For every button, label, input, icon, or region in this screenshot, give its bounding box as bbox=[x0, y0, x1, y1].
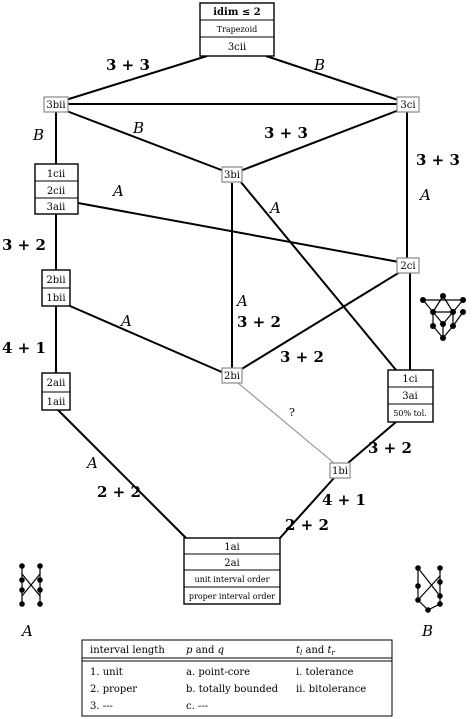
legend-cell-r3-c2: c. --- bbox=[186, 701, 208, 712]
edge-3aii-2ci bbox=[77, 202, 400, 263]
node-1bii: 1bii bbox=[46, 293, 65, 304]
node-1bi: 1bi bbox=[329, 462, 351, 479]
edge-label-right-a: A bbox=[418, 186, 431, 204]
legend-cell-r2-c1: 2. proper bbox=[90, 684, 137, 695]
node-1ci: 1ci bbox=[402, 374, 417, 385]
edge-label-mid-b: B bbox=[132, 119, 144, 137]
legend-header-2: p and q bbox=[186, 645, 224, 656]
graph-label-a: A bbox=[20, 622, 33, 640]
edge-label-question: ? bbox=[289, 406, 295, 419]
edge-label-left-32: 3 + 2 bbox=[2, 236, 46, 254]
node-top-3cii: 3cii bbox=[228, 42, 246, 53]
small-graph-a bbox=[19, 563, 43, 607]
edge-label-left-a: A bbox=[119, 312, 132, 330]
small-graph-b bbox=[415, 565, 443, 613]
edge-label-bottom-22: 2 + 2 bbox=[97, 483, 141, 501]
edge-1bii-2bi bbox=[69, 305, 225, 374]
node-2ai: 2ai bbox=[224, 558, 240, 569]
svg-text:1bi: 1bi bbox=[332, 466, 348, 477]
node-50tol: 50% tol. bbox=[393, 409, 426, 418]
node-3ci: 3ci bbox=[396, 96, 420, 113]
edge-label-mid-32b: 3 + 2 bbox=[280, 348, 324, 366]
edge-label-left-41: 4 + 1 bbox=[2, 339, 46, 357]
node-3ai: 3ai bbox=[402, 391, 418, 402]
legend-header-3: tl and tr bbox=[296, 645, 335, 657]
node-1cii: 1cii bbox=[47, 169, 65, 180]
edge-2ci-2bi bbox=[239, 271, 401, 371]
legend-header-1: interval length bbox=[90, 645, 165, 656]
legend-cell-r3-c1: 3. --- bbox=[90, 701, 113, 712]
node-3bi: 3bi bbox=[221, 166, 243, 183]
node-right1: 1ci 3ai 50% tol. bbox=[387, 369, 434, 423]
node-left1: 1cii 2cii 3aii bbox=[34, 163, 79, 215]
edge-1bi-1ai bbox=[279, 477, 335, 539]
legend-table: interval length p and q tl and tr 1. uni… bbox=[81, 639, 393, 717]
small-graph-right bbox=[420, 293, 466, 341]
legend-cell-r1-c2: a. point-core bbox=[186, 667, 250, 678]
edge-1ci-1bi bbox=[347, 421, 397, 464]
edge-label-mid-33: 3 + 3 bbox=[264, 124, 308, 142]
edge-label-right-41: 4 + 1 bbox=[322, 491, 366, 509]
svg-text:2ci: 2ci bbox=[400, 261, 415, 272]
node-1aii: 1aii bbox=[47, 397, 66, 408]
node-3bii: 3bii bbox=[43, 96, 69, 113]
edge-label-right-32: 3 + 2 bbox=[368, 439, 412, 457]
edge-3ci-3bi bbox=[239, 109, 400, 172]
edge-2bi-1bi bbox=[237, 382, 335, 464]
svg-text:3bi: 3bi bbox=[224, 170, 240, 181]
legend-cell-r1-c3: i. tolerance bbox=[296, 667, 353, 678]
node-bottom: 1ai 2ai unit interval order proper inter… bbox=[183, 537, 281, 605]
edge-top-3ci bbox=[265, 55, 408, 104]
node-left2: 2bii 1bii bbox=[41, 269, 71, 307]
edge-label-top-right: B bbox=[313, 56, 325, 74]
node-top-trapezoid: Trapezoid bbox=[217, 25, 258, 34]
node-top: idim ≤ 2 Trapezoid 3cii bbox=[199, 2, 275, 57]
legend-cell-r2-c3: ii. bitolerance bbox=[296, 684, 366, 695]
edge-3bi-1ci bbox=[239, 180, 397, 371]
node-2ci: 2ci bbox=[396, 257, 420, 274]
edge-label-bottom-a: A bbox=[85, 454, 98, 472]
edge-top-3bii bbox=[55, 55, 208, 104]
node-left3: 2aii 1aii bbox=[41, 372, 71, 411]
graph-label-b: B bbox=[421, 622, 433, 640]
node-top-idim: idim ≤ 2 bbox=[213, 7, 261, 18]
edge-3bii-3bi bbox=[63, 109, 225, 172]
edge-label-a-upper: A bbox=[111, 182, 124, 200]
edge-labels: 3 + 3 B B B 3 + 3 3 + 3 A A A 3 + 2 A 3 … bbox=[2, 56, 460, 534]
edge-label-right-33: 3 + 3 bbox=[416, 151, 460, 169]
svg-text:3ci: 3ci bbox=[400, 100, 415, 111]
node-proper-interval-order: proper interval order bbox=[189, 592, 275, 601]
node-2cii: 2cii bbox=[47, 186, 65, 197]
diagram-edges bbox=[55, 55, 411, 539]
node-1ai: 1ai bbox=[224, 542, 240, 553]
node-2aii: 2aii bbox=[47, 378, 66, 389]
legend-cell-r2-c2: b. totally bounded bbox=[186, 684, 279, 695]
node-3aii: 3aii bbox=[47, 202, 66, 213]
edge-1aii-1ai bbox=[57, 409, 187, 539]
edge-label-top-left: 3 + 3 bbox=[106, 56, 150, 74]
svg-text:2bi: 2bi bbox=[224, 371, 240, 382]
node-unit-interval-order: unit interval order bbox=[195, 575, 270, 584]
legend-cell-r1-c1: 1. unit bbox=[90, 667, 123, 678]
edge-label-center-a: A bbox=[235, 292, 248, 310]
edge-label-right-22: 2 + 2 bbox=[285, 516, 329, 534]
edge-label-a-long: A bbox=[268, 199, 281, 217]
svg-text:3bii: 3bii bbox=[46, 100, 65, 111]
edge-label-left-b: B bbox=[32, 126, 44, 144]
node-2bi: 2bi bbox=[221, 367, 243, 384]
node-2bii: 2bii bbox=[46, 275, 65, 286]
edge-label-center-32: 3 + 2 bbox=[237, 313, 281, 331]
